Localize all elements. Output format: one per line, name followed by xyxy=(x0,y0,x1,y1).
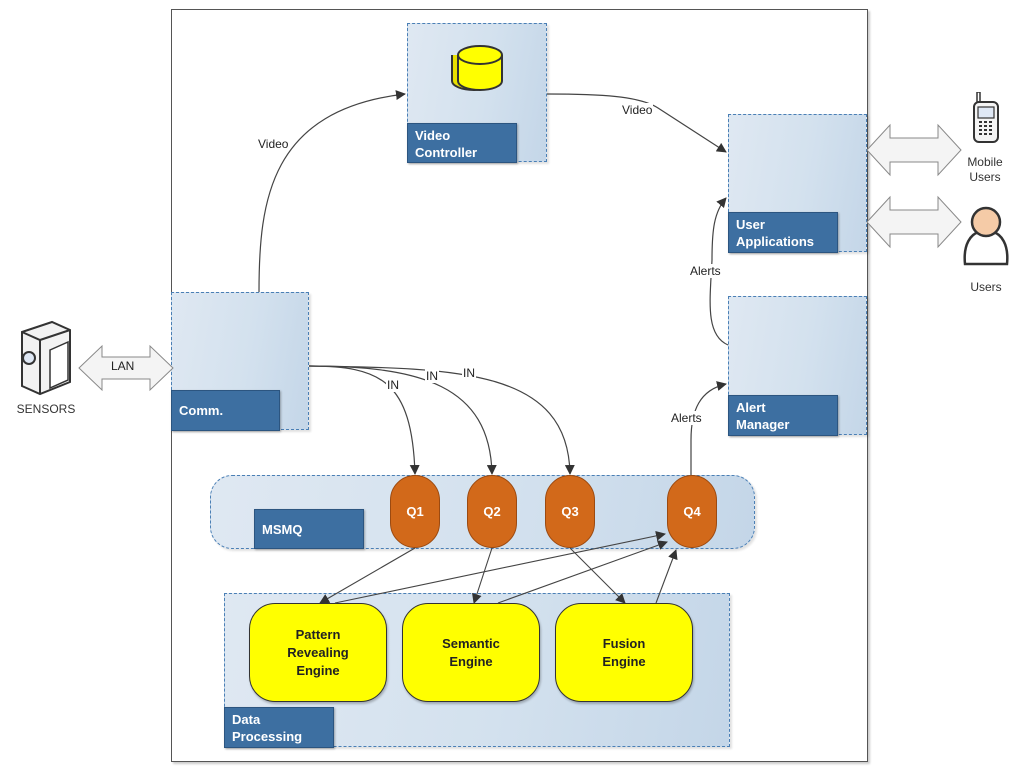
comm-label: Comm. xyxy=(171,390,280,431)
edge-q4-to-alert-manager xyxy=(690,381,727,475)
users-double-arrow xyxy=(866,195,962,249)
queue-q4[interactable]: Q4 xyxy=(667,475,717,548)
edge-label-alerts-apps: Alerts xyxy=(689,264,722,278)
queue-q1[interactable]: Q1 xyxy=(390,475,440,548)
edge-label-in-q1: IN xyxy=(386,378,400,392)
edge-fusion-engine-to-q4 xyxy=(655,549,678,604)
mobile-phone-icon xyxy=(973,92,999,143)
comm-box[interactable]: Comm. xyxy=(171,292,309,431)
edge-comm-to-q2 xyxy=(308,365,497,475)
user-applications-label: User Applications xyxy=(728,212,838,253)
lan-double-arrow xyxy=(78,344,174,392)
edge-alert-manager-to-user-applications xyxy=(709,197,729,346)
edge-semantic-engine-to-q4 xyxy=(497,540,668,604)
user-icon xyxy=(963,206,1009,266)
edge-label-q4-alerts: Alerts xyxy=(670,411,703,425)
edge-label-in-q3: IN xyxy=(462,366,476,380)
video-controller-box[interactable]: Video Controller xyxy=(407,23,547,163)
alert-manager-label: Alert Manager xyxy=(728,395,838,436)
queue-q3[interactable]: Q3 xyxy=(545,475,595,548)
pattern-revealing-engine[interactable]: Pattern Revealing Engine xyxy=(249,603,387,702)
edge-comm-to-q3 xyxy=(308,365,575,475)
queue-q2[interactable]: Q2 xyxy=(467,475,517,548)
sensors-label: SENSORS xyxy=(16,402,76,416)
user-applications-box[interactable]: User Applications xyxy=(728,114,867,253)
mobile-users-double-arrow xyxy=(866,123,962,177)
edge-label-lan: LAN xyxy=(111,359,135,373)
edge-label-in-q2: IN xyxy=(425,369,439,383)
camera-sensor-icon xyxy=(21,320,71,396)
edge-q2-to-semantic-engine xyxy=(472,547,493,604)
users-label: Users xyxy=(970,280,1002,294)
edge-label-comm-video: Video xyxy=(257,137,290,151)
data-processing-label: Data Processing xyxy=(224,707,334,748)
alert-manager-box[interactable]: Alert Manager xyxy=(728,296,867,436)
edge-video-to-user-applications xyxy=(546,93,727,153)
edge-comm-to-video-controller xyxy=(258,90,406,293)
semantic-engine[interactable]: Semantic Engine xyxy=(402,603,540,702)
edge-pattern-engine-to-q4 xyxy=(334,530,666,604)
fusion-engine[interactable]: Fusion Engine xyxy=(555,603,693,702)
video-controller-label: Video Controller xyxy=(407,123,517,163)
edge-label-video-apps: Video xyxy=(621,103,654,117)
edge-q1-to-pattern-engine xyxy=(319,547,416,604)
database-icon xyxy=(451,45,503,91)
msmq-label: MSMQ xyxy=(254,509,364,549)
edge-q3-to-fusion-engine xyxy=(569,547,626,604)
mobile-users-label: Mobile Users xyxy=(967,155,1003,184)
